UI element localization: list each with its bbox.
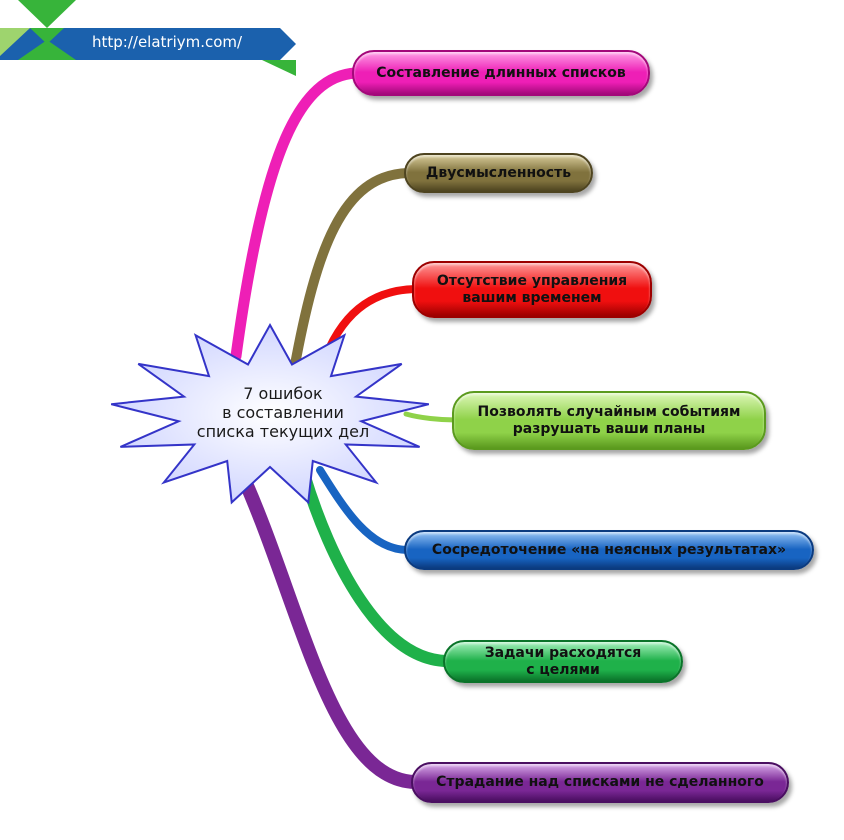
branch-node-goals[interactable]: Задачи расходятся с целями (443, 640, 683, 683)
center-line-3: списка текущих дел (196, 422, 370, 441)
connector-suffering (233, 463, 422, 789)
banner-triangle-top (18, 0, 76, 28)
connector-long-lists (230, 67, 362, 362)
center-topic: 7 ошибок в составлении списка текущих де… (178, 384, 388, 441)
connector-random (403, 411, 459, 423)
branch-label: Сосредоточение «на неясных результатах» (431, 541, 787, 558)
branch-label: Позволять случайным событиям разрушать в… (477, 403, 741, 437)
branch-node-ambiguity[interactable]: Двусмысленность (404, 153, 593, 193)
banner-triangle-right (262, 60, 296, 76)
banner-triangle-mid (30, 28, 64, 44)
connector-unclear (316, 466, 412, 554)
banner-triangle-bottom (18, 40, 76, 60)
branch-label: Составление длинных списков (376, 64, 626, 81)
banner-ribbon (0, 28, 296, 60)
starburst-shape (110, 322, 430, 505)
branch-node-time[interactable]: Отсутствие управления вашим временем (412, 261, 652, 318)
site-url[interactable]: http://elatriym.com/ (92, 33, 243, 51)
branch-node-random[interactable]: Позволять случайным событиям разрушать в… (452, 391, 766, 450)
center-line-1: 7 ошибок (243, 384, 323, 403)
center-line-2: в составлении (222, 403, 344, 422)
connector-ambiguity (289, 168, 413, 375)
branch-label: Задачи расходятся с целями (484, 644, 642, 678)
branch-node-suffering[interactable]: Страдание над списками не сделанного (411, 762, 789, 803)
connector-goals (298, 468, 453, 667)
site-banner (0, 0, 296, 76)
banner-triangle-left (0, 28, 30, 56)
branch-node-unclear[interactable]: Сосредоточение «на неясных результатах» (404, 530, 814, 570)
branch-label: Отсутствие управления вашим временем (436, 272, 628, 306)
branch-label: Двусмысленность (425, 164, 572, 181)
branch-label: Страдание над списками не сделанного (436, 774, 764, 790)
branch-connectors (230, 67, 459, 789)
center-starburst (110, 322, 430, 505)
branch-node-long-lists[interactable]: Составление длинных списков (352, 50, 650, 96)
